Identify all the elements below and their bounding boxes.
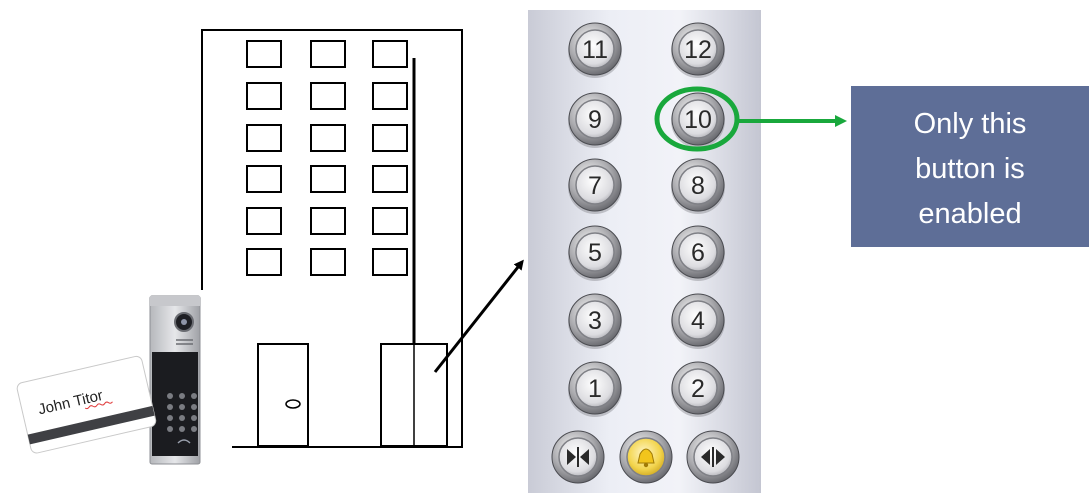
window bbox=[247, 208, 281, 234]
window bbox=[247, 166, 281, 192]
window bbox=[311, 83, 345, 109]
keypad-panel bbox=[152, 352, 198, 456]
callout-box: Only this button is enabled bbox=[851, 86, 1089, 247]
floor-button-8[interactable]: 8 bbox=[671, 159, 725, 214]
control-buttons bbox=[552, 431, 739, 483]
window bbox=[247, 125, 281, 151]
window bbox=[247, 83, 281, 109]
window bbox=[373, 208, 407, 234]
floor-button-label: 10 bbox=[684, 106, 712, 134]
floor-button-label: 11 bbox=[582, 36, 608, 64]
floor-button-label: 5 bbox=[588, 239, 602, 267]
floor-button-label: 2 bbox=[691, 375, 705, 403]
floor-button-7[interactable]: 7 bbox=[568, 159, 622, 214]
window bbox=[311, 249, 345, 275]
close-doors-button[interactable] bbox=[552, 431, 604, 483]
window bbox=[311, 41, 345, 67]
window bbox=[311, 166, 345, 192]
alarm-bell-button[interactable] bbox=[620, 431, 672, 483]
floor-button-12[interactable]: 12 bbox=[671, 23, 725, 78]
floor-button-10[interactable]: 10 bbox=[671, 93, 725, 148]
floor-button-label: 8 bbox=[691, 172, 705, 200]
door-handle bbox=[286, 400, 300, 408]
callout-line-3: enabled bbox=[918, 198, 1021, 230]
floor-button-label: 1 bbox=[588, 375, 602, 403]
window bbox=[373, 166, 407, 192]
floor-button-6[interactable]: 6 bbox=[671, 226, 725, 281]
open-doors-button[interactable] bbox=[687, 431, 739, 483]
floor-button-label: 3 bbox=[588, 307, 602, 335]
window bbox=[373, 125, 407, 151]
window bbox=[373, 41, 407, 67]
floor-button-label: 12 bbox=[684, 36, 712, 64]
callout-line-2: button is bbox=[915, 153, 1025, 185]
floor-button-label: 6 bbox=[691, 239, 705, 267]
intercom-reader bbox=[150, 296, 200, 464]
window bbox=[311, 208, 345, 234]
window bbox=[311, 125, 345, 151]
floor-button-label: 4 bbox=[691, 307, 705, 335]
floor-button-3[interactable]: 3 bbox=[568, 294, 622, 349]
floor-button-1[interactable]: 1 bbox=[568, 362, 622, 417]
floor-button-label: 9 bbox=[588, 106, 602, 134]
window bbox=[373, 249, 407, 275]
floor-button-11[interactable]: 11 bbox=[568, 23, 622, 78]
window bbox=[247, 249, 281, 275]
elevator-doors bbox=[381, 344, 447, 446]
building-windows bbox=[247, 41, 407, 275]
floor-button-label: 7 bbox=[588, 172, 602, 200]
pointer-arrow bbox=[435, 262, 522, 372]
floor-button-4[interactable]: 4 bbox=[671, 294, 725, 349]
floor-button-9[interactable]: 9 bbox=[568, 93, 622, 148]
entrance-door bbox=[258, 344, 308, 446]
floor-button-2[interactable]: 2 bbox=[671, 362, 725, 417]
window bbox=[373, 83, 407, 109]
window bbox=[247, 41, 281, 67]
access-card: John Titor bbox=[16, 355, 157, 454]
building bbox=[202, 30, 462, 447]
floor-button-5[interactable]: 5 bbox=[568, 226, 622, 281]
callout-line-1: Only this bbox=[914, 108, 1027, 140]
panel-plate bbox=[528, 10, 761, 493]
building-outline bbox=[202, 30, 462, 447]
